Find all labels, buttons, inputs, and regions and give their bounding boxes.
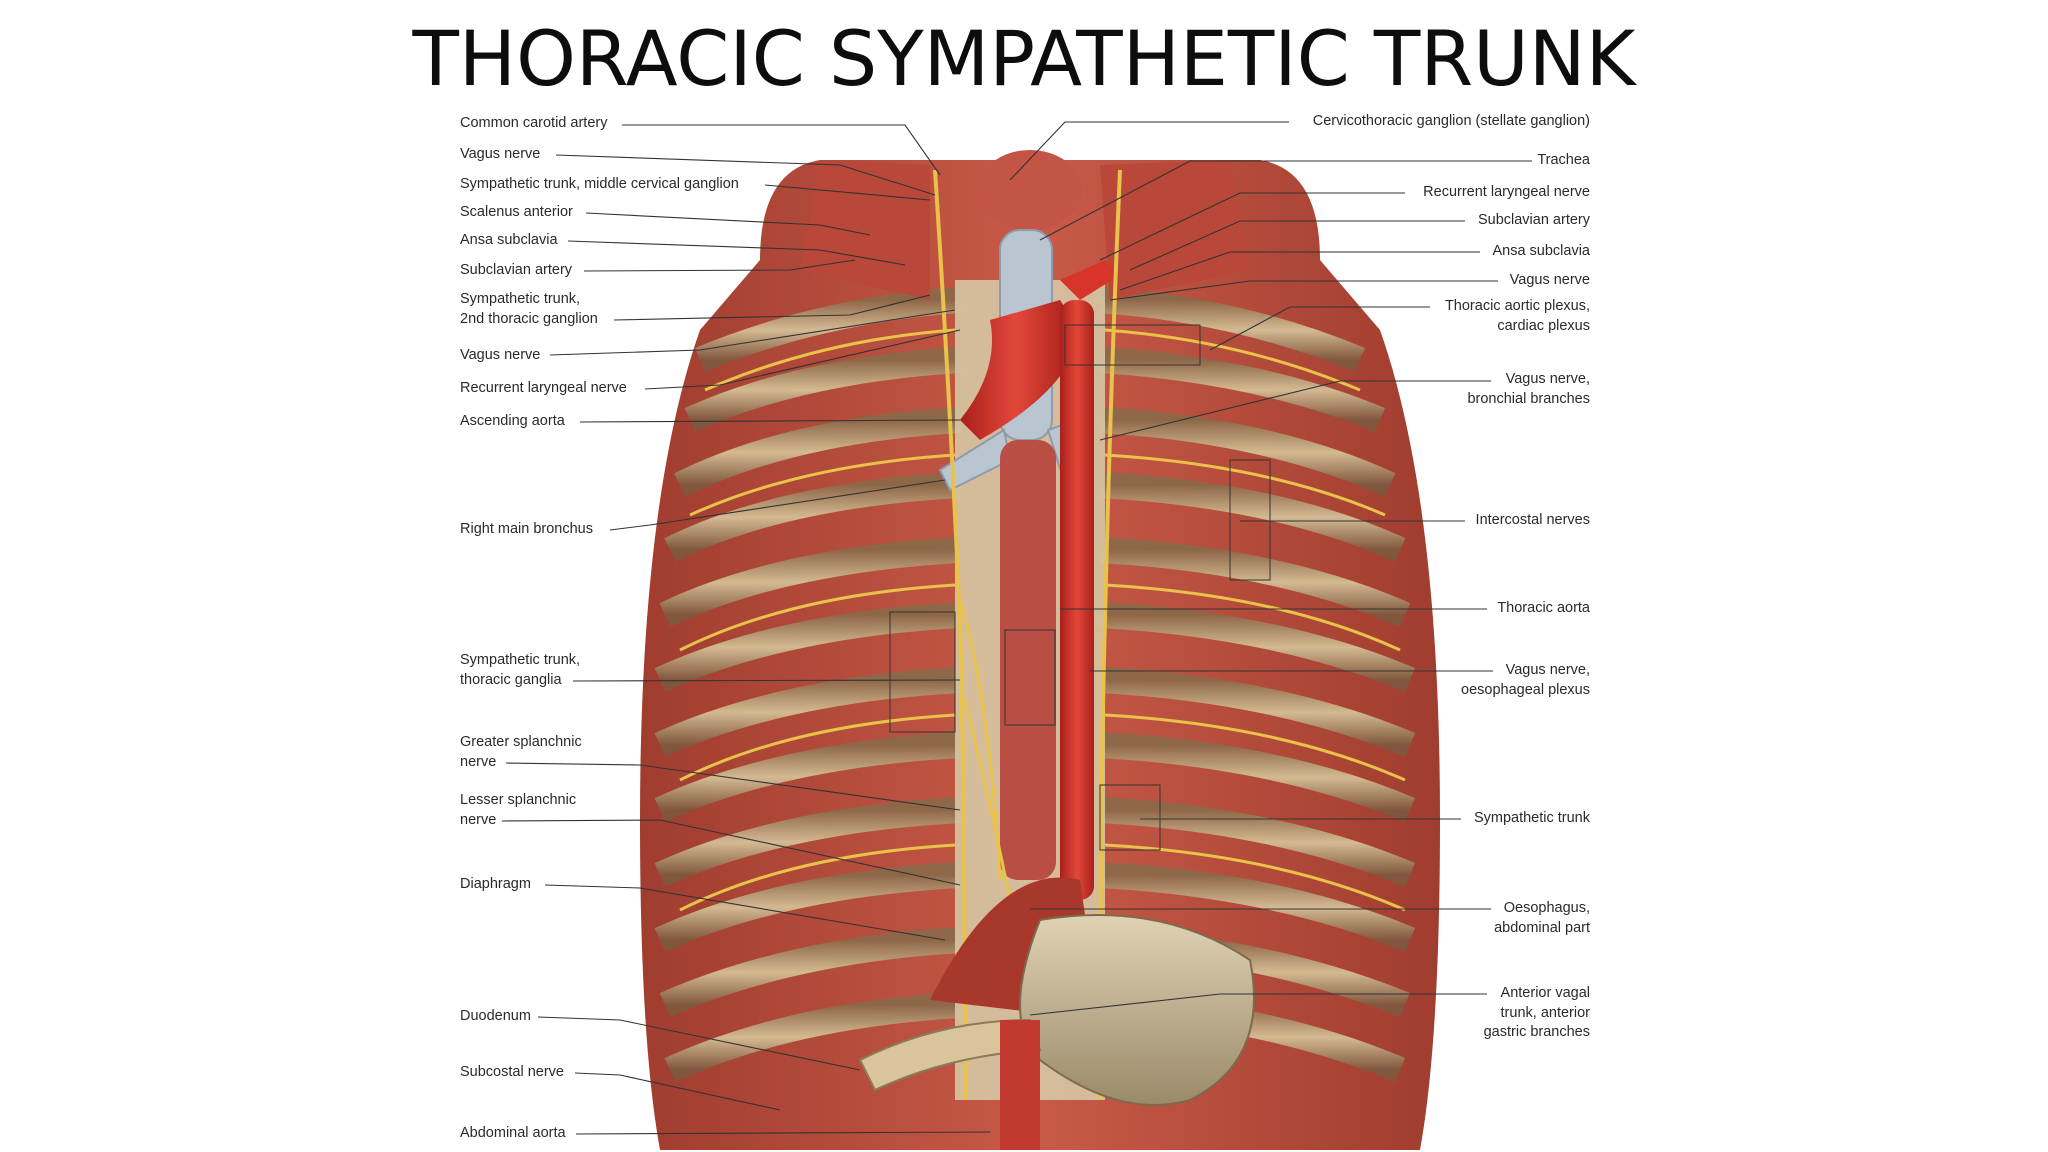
label-anterior-vagal-trunk: Anterior vagal trunk, anterior gastric b… bbox=[1483, 985, 1590, 1040]
label-middle-cervical-ganglion: Sympathetic trunk, middle cervical gangl… bbox=[460, 176, 739, 192]
intercostal-nerves bbox=[679, 328, 1406, 912]
label-bronchial-branches: Vagus nerve, bronchial branches bbox=[1467, 371, 1590, 407]
neck-region bbox=[800, 150, 1250, 300]
label-recurrent-laryngeal-nerve-right: Recurrent laryngeal nerve bbox=[1423, 184, 1590, 200]
label-vagus-nerve-upper-right: Vagus nerve bbox=[1509, 272, 1590, 288]
label-vagus-nerve-upper-left: Vagus nerve bbox=[460, 146, 541, 162]
region-boxes bbox=[889, 324, 1271, 851]
label-common-carotid-artery: Common carotid artery bbox=[460, 115, 608, 131]
label-subclavian-artery-right: Subclavian artery bbox=[1477, 212, 1590, 228]
label-ascending-aorta: Ascending aorta bbox=[460, 413, 565, 429]
label-diaphragm: Diaphragm bbox=[460, 876, 531, 892]
label-thoracic-ganglia: Sympathetic trunk, thoracic ganglia bbox=[460, 652, 581, 688]
label-stellate-ganglion: Cervicothoracic ganglion (stellate gangl… bbox=[1312, 113, 1590, 129]
aorta bbox=[960, 260, 1120, 900]
label-trachea: Trachea bbox=[1537, 152, 1590, 168]
rib-bands-right bbox=[1099, 287, 1416, 1082]
label-abdominal-aorta: Abdominal aorta bbox=[460, 1125, 566, 1141]
label-2nd-thoracic-ganglion: Sympathetic trunk, 2nd thoracic ganglion bbox=[460, 291, 598, 327]
leader-lines-left bbox=[501, 124, 991, 1135]
label-duodenum: Duodenum bbox=[460, 1008, 531, 1024]
label-greater-splanchnic-nerve: Greater splanchnic nerve bbox=[460, 734, 582, 770]
rib-bands-left bbox=[654, 287, 961, 1082]
oesophagus bbox=[1000, 440, 1056, 880]
label-lesser-splanchnic-nerve: Lesser splanchnic nerve bbox=[460, 792, 577, 828]
label-cardiac-plexus: Thoracic aortic plexus, cardiac plexus bbox=[1444, 298, 1590, 334]
abdominal-region bbox=[858, 877, 1255, 1150]
label-right-main-bronchus: Right main bronchus bbox=[460, 521, 593, 537]
leader-lines-right bbox=[1009, 121, 1532, 1016]
label-ansa-subclavia-right: Ansa subclavia bbox=[1492, 243, 1590, 259]
label-scalenus-anterior: Scalenus anterior bbox=[460, 204, 573, 220]
label-vagus-nerve-mid-left: Vagus nerve bbox=[460, 347, 541, 363]
label-oesophagus-abdominal-part: Oesophagus, abdominal part bbox=[1494, 900, 1590, 936]
label-thoracic-aorta: Thoracic aorta bbox=[1497, 600, 1590, 616]
label-intercostal-nerves: Intercostal nerves bbox=[1475, 512, 1590, 528]
label-sympathetic-trunk-right: Sympathetic trunk bbox=[1473, 810, 1590, 826]
label-oesophageal-plexus: Vagus nerve, oesophageal plexus bbox=[1461, 662, 1590, 698]
label-subclavian-artery-left: Subclavian artery bbox=[460, 262, 573, 278]
label-subcostal-nerve: Subcostal nerve bbox=[460, 1064, 564, 1080]
slide-title: THORACIC SYMPATHETIC TRUNK bbox=[412, 14, 1636, 103]
label-ansa-subclavia-left: Ansa subclavia bbox=[460, 232, 558, 248]
label-recurrent-laryngeal-nerve-left: Recurrent laryngeal nerve bbox=[460, 380, 627, 396]
